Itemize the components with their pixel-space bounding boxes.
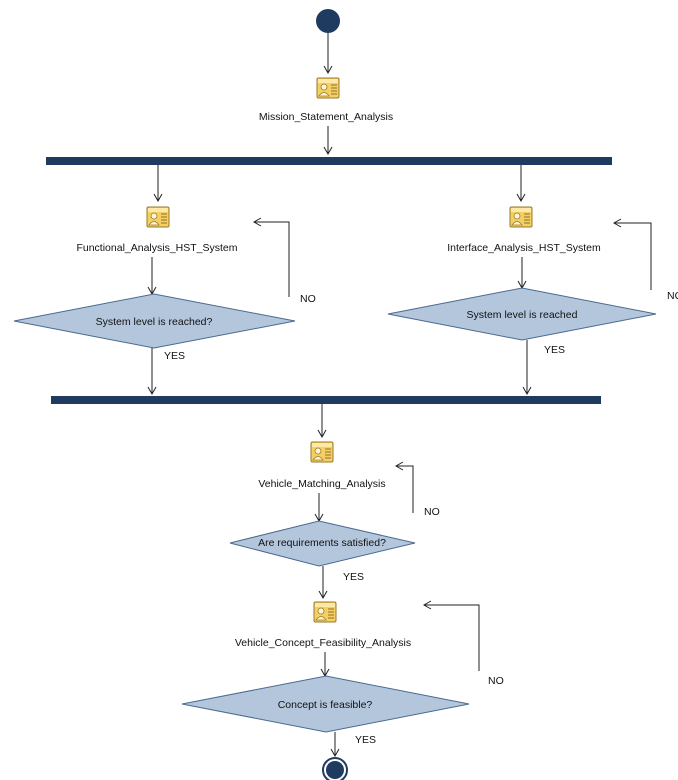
activity-interface-label: Interface_Analysis_HST_System [447, 242, 601, 254]
guard-yes-requirements: YES [343, 571, 364, 583]
initial-node [316, 9, 340, 33]
activity-mission-label: Mission_Statement_Analysis [259, 111, 393, 123]
decision-functional [13, 293, 296, 349]
activity-feasibility-label: Vehicle_Concept_Feasibility_Analysis [235, 637, 411, 649]
guard-no-feasibility: NO [488, 675, 504, 687]
decision-interface [387, 287, 657, 341]
join-bar [51, 396, 601, 404]
edge-no-feasibility [422, 600, 480, 671]
guard-yes-concept: YES [355, 734, 376, 746]
fork-bar [46, 157, 612, 165]
guard-no-interface: NO [667, 290, 678, 302]
decision-concept [181, 675, 470, 733]
decision-concept-label: Concept is feasible? [278, 699, 373, 711]
activity-mission-icon [316, 77, 340, 99]
guard-yes-interface: YES [544, 344, 565, 356]
decision-functional-label: System level is reached? [96, 316, 213, 328]
decision-interface-label: System level is reached [467, 309, 578, 321]
activity-matching-icon [310, 441, 334, 463]
activity-matching-label: Vehicle_Matching_Analysis [258, 478, 385, 490]
activity-feasibility-icon [313, 601, 337, 623]
guard-no-functional: NO [300, 293, 316, 305]
activity-functional-icon [146, 206, 170, 228]
final-node [326, 761, 344, 779]
activity-interface-icon [509, 206, 533, 228]
guard-yes-functional: YES [164, 350, 185, 362]
guard-no-matching: NO [424, 506, 440, 518]
activity-functional-label: Functional_Analysis_HST_System [76, 242, 237, 254]
edge-no-interface [612, 218, 652, 290]
edge-no-functional [252, 217, 290, 297]
decision-requirements [229, 520, 416, 567]
edge-no-matching [394, 461, 414, 513]
decision-requirements-label: Are requirements satisfied? [258, 537, 386, 549]
